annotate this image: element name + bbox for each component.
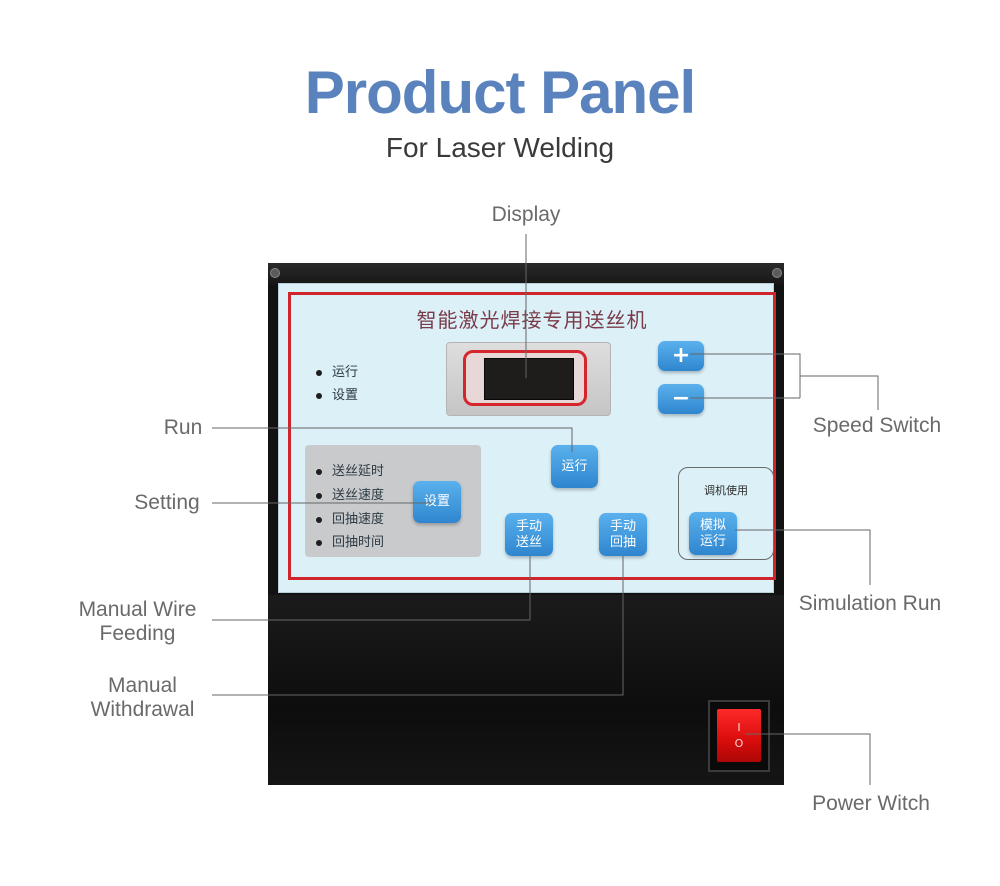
settings-item: 送丝速度 <box>316 484 384 503</box>
leader-line-simulation <box>735 529 871 585</box>
settings-item: 回抽时间 <box>316 531 384 550</box>
callout-manual-wire-feeding: Manual Wire Feeding <box>60 598 215 646</box>
device-lower-housing <box>268 595 784 785</box>
simulation-run-label-line2: 运行 <box>699 533 726 549</box>
manual-feed-label-line1: 手动 <box>515 518 542 534</box>
callout-speed-switch: Speed Switch <box>812 414 942 437</box>
page-title: Product Panel <box>304 59 696 126</box>
leader-line-power <box>745 733 871 785</box>
callout-simulation-run: Simulation Run <box>798 592 942 615</box>
indicator-dot-icon <box>316 539 322 546</box>
callout-setting: Setting <box>134 491 200 514</box>
simulation-run-button[interactable]: 模拟 运行 <box>689 512 737 555</box>
settings-item-label: 回抽时间 <box>332 535 385 550</box>
page-subtitle: For Laser Welding <box>385 132 615 163</box>
leader-line-speed-plus <box>690 353 801 398</box>
manual-feed-button[interactable]: 手动 送丝 <box>505 513 553 556</box>
callout-manual-wire-feeding-line1: Manual Wire <box>78 598 197 621</box>
indicator-setting-label: 设置 <box>332 388 359 403</box>
power-switch[interactable]: I O <box>717 709 761 762</box>
simulation-run-label-line1: 模拟 <box>699 517 726 533</box>
callout-power-switch: Power Witch <box>812 792 930 815</box>
callout-manual-withdrawal: Manual Withdrawal <box>70 674 215 722</box>
speed-minus-button[interactable]: − <box>658 384 704 414</box>
indicator-dot-icon <box>316 369 322 376</box>
callout-display: Display <box>491 203 561 226</box>
settings-item-label: 送丝速度 <box>332 488 385 503</box>
settings-item: 送丝延时 <box>316 460 384 479</box>
run-button[interactable]: 运行 <box>551 445 598 488</box>
callout-manual-withdrawal-line1: Manual <box>108 674 177 697</box>
screw-icon <box>270 268 280 278</box>
manual-feed-label-line2: 送丝 <box>515 534 542 550</box>
screw-icon <box>772 268 782 278</box>
leader-line-run <box>212 427 573 452</box>
indicator-dot-icon <box>316 392 322 399</box>
manual-withdraw-button[interactable]: 手动 回抽 <box>599 513 647 556</box>
leader-line-speed-switch <box>800 375 879 410</box>
setting-button[interactable]: 设置 <box>413 481 461 523</box>
indicator-setting: 设置 <box>316 384 358 403</box>
indicator-dot-icon <box>316 468 322 475</box>
display-screen <box>484 358 574 400</box>
leader-line-manual-feed <box>212 556 531 621</box>
callout-manual-wire-feeding-line2: Feeding <box>99 622 176 645</box>
indicator-dot-icon <box>316 492 322 499</box>
manual-withdraw-label-line2: 回抽 <box>609 534 636 550</box>
settings-item-label: 回抽速度 <box>332 512 385 527</box>
leader-line-manual-withdraw <box>212 556 624 696</box>
power-off-mark: O <box>734 736 744 750</box>
speed-plus-button[interactable]: + <box>658 341 704 371</box>
settings-item: 回抽速度 <box>316 508 384 527</box>
power-on-mark: I <box>737 720 741 734</box>
indicator-dot-icon <box>316 516 322 523</box>
simulation-group-label: 调机使用 <box>704 484 748 497</box>
callout-run: Run <box>163 416 203 439</box>
callout-manual-withdrawal-line2: Withdrawal <box>90 698 195 721</box>
control-panel-red-border <box>288 292 776 580</box>
settings-item-label: 送丝延时 <box>332 464 385 479</box>
indicator-run: 运行 <box>316 361 358 380</box>
manual-withdraw-label-line1: 手动 <box>609 518 636 534</box>
control-panel-title: 智能激光焊接专用送丝机 <box>416 308 648 332</box>
indicator-run-label: 运行 <box>332 365 359 380</box>
simulation-group-frame <box>678 467 774 560</box>
